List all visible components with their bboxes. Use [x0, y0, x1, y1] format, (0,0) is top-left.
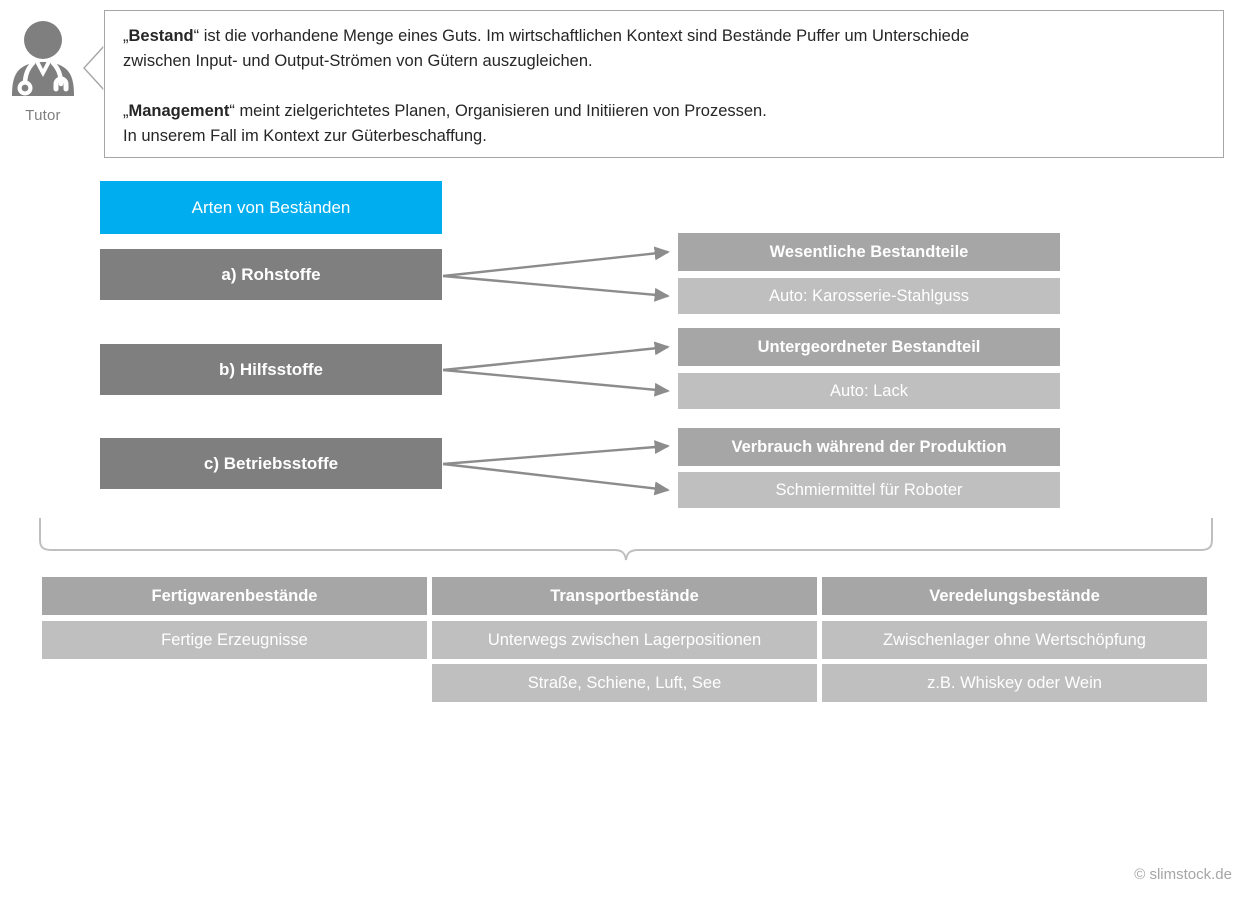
- bubble-paragraph-2-line-1: „Management“ meint zielgerichtetes Plane…: [123, 99, 1207, 124]
- quote-open-2: „: [123, 102, 129, 120]
- bottom-item-unterwegs-lagerpositionen: Unterwegs zwischen Lagerpositionen: [432, 621, 817, 659]
- term-bestand: Bestand: [128, 27, 194, 45]
- category-box-betriebsstoffe[interactable]: c) Betriebsstoffe: [100, 438, 442, 489]
- arrow-rohstoffe-to-heading: [442, 246, 670, 278]
- grouping-bracket: [39, 518, 1213, 561]
- arrow-hilfsstoffe-to-example: [442, 368, 670, 397]
- bottom-item-zwischenlager-ohne-wertschoepfung: Zwischenlager ohne Wertschöpfung: [822, 621, 1207, 659]
- arrow-rohstoffe-to-example: [442, 274, 670, 302]
- detail-example-auto-lack: Auto: Lack: [678, 373, 1060, 409]
- arrow-hilfsstoffe-to-heading: [442, 341, 670, 372]
- tutor-label: Tutor: [25, 107, 61, 124]
- bottom-heading-fertigwarenbestaende: Fertigwarenbestände: [42, 577, 427, 615]
- bottom-item-whiskey-oder-wein: z.B. Whiskey oder Wein: [822, 664, 1207, 702]
- category-box-rohstoffe[interactable]: a) Rohstoffe: [100, 249, 442, 300]
- tutor-avatar-group: Tutor: [4, 14, 82, 124]
- section-title-arten-von-bestaenden: Arten von Beständen: [100, 181, 442, 234]
- tutor-speech-bubble: „Bestand“ ist die vorhandene Menge eines…: [104, 10, 1224, 158]
- detail-example-schmiermittel-roboter: Schmiermittel für Roboter: [678, 472, 1060, 508]
- paragraph-spacer: [123, 74, 1207, 99]
- bottom-item-strasse-schiene-luft-see: Straße, Schiene, Luft, See: [432, 664, 817, 702]
- tutor-speech-text: „Bestand“ ist die vorhandene Menge eines…: [123, 24, 1207, 149]
- detail-heading-verbrauch-waehrend-produktion: Verbrauch während der Produktion: [678, 428, 1060, 466]
- bottom-heading-veredelungsbestaende: Veredelungsbestände: [822, 577, 1207, 615]
- term-management: Management: [128, 102, 230, 120]
- detail-example-karosserie-stahlguss: Auto: Karosserie-Stahlguss: [678, 278, 1060, 314]
- detail-heading-wesentliche-bestandteile: Wesentliche Bestandteile: [678, 233, 1060, 271]
- bubble-paragraph-1-line-2: zwischen Input- und Output-Strömen von G…: [123, 52, 593, 70]
- arrow-betriebsstoffe-to-example: [442, 462, 670, 496]
- bubble-paragraph-1-line-1: „Bestand“ ist die vorhandene Menge eines…: [123, 24, 1207, 49]
- bottom-heading-transportbestaende: Transportbestände: [432, 577, 817, 615]
- speech-bubble-tail: [83, 44, 106, 92]
- category-box-hilfsstoffe[interactable]: b) Hilfsstoffe: [100, 344, 442, 395]
- doctor-avatar-icon: [12, 21, 74, 96]
- bubble-p1-rest: “ ist die vorhandene Menge eines Guts. I…: [193, 27, 970, 45]
- bubble-p2-rest: “ meint zielgerichtetes Planen, Organisi…: [229, 102, 767, 120]
- bottom-item-fertige-erzeugnisse: Fertige Erzeugnisse: [42, 621, 427, 659]
- copyright-footer: © slimstock.de: [1134, 866, 1232, 883]
- arrow-betriebsstoffe-to-heading: [442, 440, 670, 466]
- quote-open-1: „: [123, 27, 129, 45]
- bubble-paragraph-2-line-2: In unserem Fall im Kontext zur Güterbesc…: [123, 127, 487, 145]
- detail-heading-untergeordneter-bestandteil: Untergeordneter Bestandteil: [678, 328, 1060, 366]
